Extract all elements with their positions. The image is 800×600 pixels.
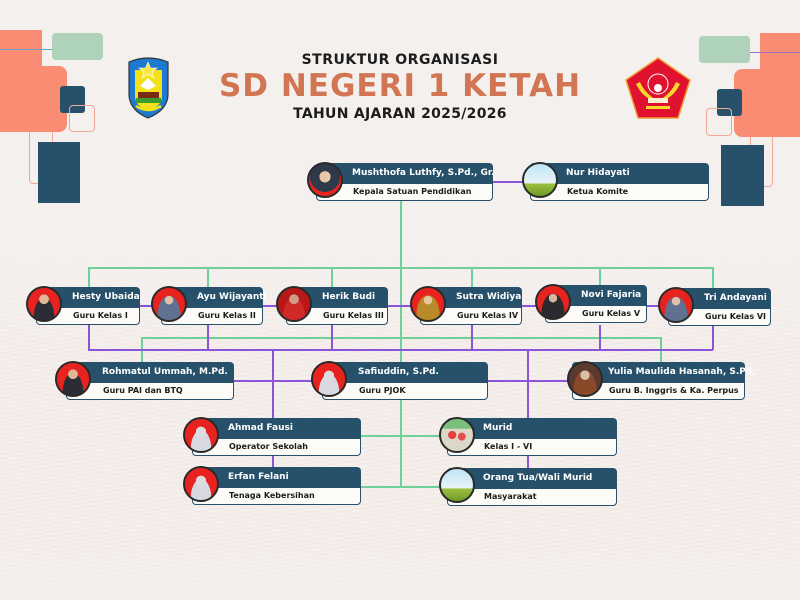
card-name: Hesty Ubaida: [36, 287, 140, 308]
card-role: Guru PAI dan BTQ: [66, 383, 234, 400]
deco-outline-square-left: [69, 105, 95, 132]
card-staff-2[interactable]: Erfan Felani Tenaga Kebersihan: [192, 467, 361, 505]
card-teacher-4[interactable]: Sutra Widiya Guru Kelas IV: [420, 287, 522, 325]
connector-staff-vertical: [272, 349, 274, 479]
card-teacher-1[interactable]: Hesty Ubaida Guru Kelas I: [36, 287, 140, 325]
deco-purple-line-right: [750, 52, 800, 53]
school-emblem-icon: [624, 56, 692, 122]
connector-drop-5: [599, 267, 601, 287]
card-teacher-2[interactable]: Ayu Wijayanti Guru Kelas II: [161, 287, 267, 325]
card-subject-teacher-3[interactable]: Yulia Maulida Hasanah, S.Pd. Guru B. Ing…: [572, 362, 756, 400]
connector-teacher-h: [60, 305, 740, 307]
avatar-subject-teacher-1: [55, 361, 91, 397]
connector-drop-6: [712, 267, 714, 291]
card-name: Orang Tua/Wali Murid: [447, 468, 617, 489]
card-role: Ketua Komite: [530, 184, 709, 201]
card-parents[interactable]: Orang Tua/Wali Murid Masyarakat: [447, 468, 617, 506]
connector-row-2: [360, 486, 442, 488]
connector-drop-2: [207, 267, 209, 289]
card-name: Murid: [447, 418, 617, 439]
connector-community-vertical: [527, 349, 529, 479]
deco-salmon-rounded-left: [0, 66, 67, 132]
avatar-teacher-2: [151, 286, 187, 322]
card-subject-teacher-2[interactable]: Safiuddin, S.Pd. Guru PJOK: [322, 362, 488, 400]
avatar-students: [439, 417, 475, 453]
card-committee-chair[interactable]: Nur Hidayati Ketua Komite: [530, 163, 709, 201]
card-name: Safiuddin, S.Pd.: [322, 362, 488, 383]
connector-teacher-up-6: [712, 325, 714, 350]
connector-teacher-up-5: [599, 325, 601, 350]
connector-subject-bus: [141, 337, 661, 339]
deco-blue-line-left: [0, 49, 52, 50]
card-staff-1[interactable]: Ahmad Fausi Operator Sekolah: [192, 418, 361, 456]
avatar-teacher-1: [26, 286, 62, 322]
card-subject-teacher-1[interactable]: Rohmatul Ummah, M.Pd. Guru PAI dan BTQ: [66, 362, 234, 400]
regency-coat-of-arms-icon: [126, 56, 171, 120]
avatar-placeholder: [522, 162, 558, 198]
card-name: Mushthofa Luthfy, S.Pd., Gr.: [316, 163, 495, 184]
avatar-teacher-6: [658, 287, 694, 323]
card-name: Ahmad Fausi: [192, 418, 361, 439]
connector-principal-committee: [492, 181, 526, 183]
avatar-teacher-4: [410, 286, 446, 322]
avatar-teacher-3: [276, 286, 312, 322]
deco-navy-rect-right: [721, 145, 764, 206]
deco-salmon-rounded-right: [734, 69, 800, 137]
deco-mint-rect-right: [699, 36, 750, 63]
connector-drop-3: [331, 267, 333, 289]
card-students[interactable]: Murid Kelas I - VI: [447, 418, 617, 456]
avatar-teacher-5: [535, 284, 571, 320]
avatar-subject-teacher-2: [311, 361, 347, 397]
deco-outline-square-right: [706, 108, 732, 136]
connector-drop-4: [471, 267, 473, 289]
avatar-principal: [307, 162, 343, 198]
deco-mint-rect-left: [52, 33, 103, 60]
page-title: SD NEGERI 1 KETAH: [218, 68, 582, 104]
avatar-placeholder: [439, 467, 475, 503]
connector-teacher-up-2: [207, 325, 209, 350]
card-role: Guru PJOK: [322, 383, 488, 400]
card-principal[interactable]: Mushthofa Luthfy, S.Pd., Gr. Kepala Satu…: [316, 163, 495, 201]
subtitle-tahun-ajaran: TAHUN AJARAN 2025/2026: [293, 106, 507, 122]
connector-teacher-bottom-bus: [88, 349, 713, 351]
connector-main-vertical: [400, 199, 402, 487]
connector-teacher-up-4: [471, 325, 473, 350]
card-name: Nur Hidayati: [530, 163, 709, 184]
avatar-staff-1: [183, 417, 219, 453]
avatar-staff-2: [183, 466, 219, 502]
card-role: Kepala Satuan Pendidikan: [316, 184, 493, 201]
connector-row-1: [360, 435, 442, 437]
connector-teacher-up-3: [331, 325, 333, 350]
connector-teacher-up-1: [88, 325, 90, 350]
subtitle-struktur-organisasi: STRUKTUR ORGANISASI: [301, 52, 499, 68]
card-name: Rohmatul Ummah, M.Pd.: [66, 362, 234, 383]
connector-drop-1: [88, 267, 90, 289]
card-name: Erfan Felani: [192, 467, 361, 488]
card-name: Yulia Maulida Hasanah, S.Pd.: [572, 362, 756, 383]
connector-teacher-bus: [88, 267, 712, 269]
deco-navy-rect-left: [38, 142, 80, 203]
avatar-subject-teacher-3: [567, 361, 603, 397]
